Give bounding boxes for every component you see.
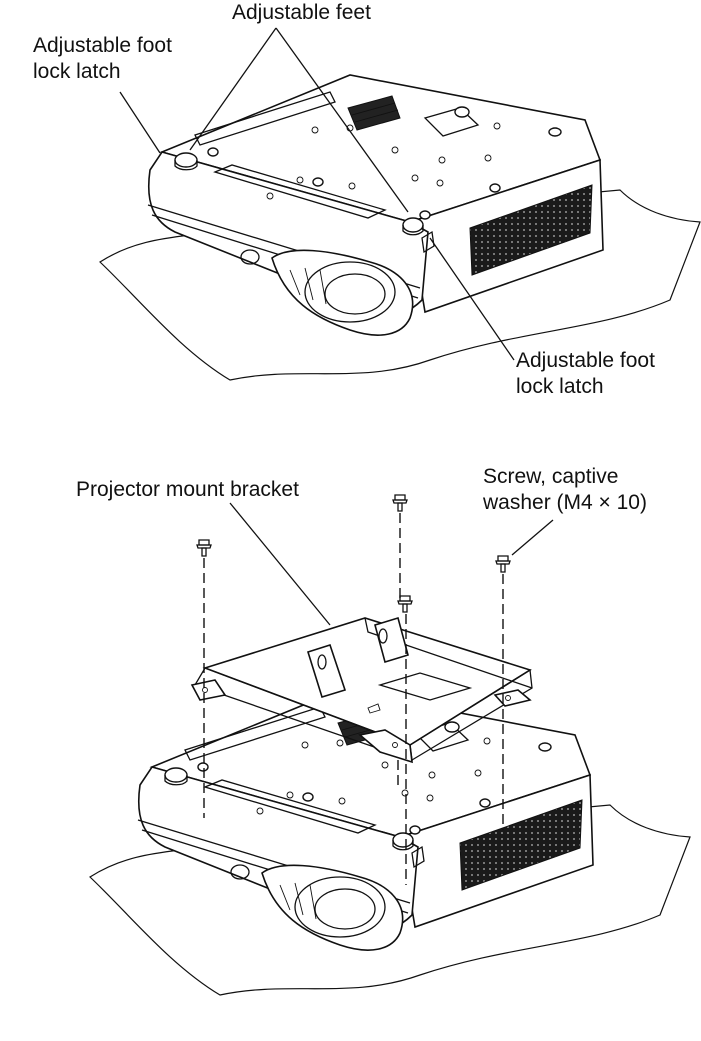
label-lock-latch-right: Adjustable foot lock latch <box>516 349 655 398</box>
projector-top-view <box>99 74 701 381</box>
alignment-dashes <box>203 513 504 885</box>
label-screw: Screw, captive washer (M4 × 10) <box>483 465 647 514</box>
label-lock-latch-top: Adjustable foot lock latch <box>33 34 172 83</box>
screws <box>196 494 511 613</box>
label-mount-bracket: Projector mount bracket <box>76 478 299 501</box>
leader-lines-top <box>119 27 515 361</box>
mount-bracket <box>190 616 533 764</box>
label-adjustable-feet: Adjustable feet <box>232 1 371 24</box>
leader-lines-bottom <box>229 502 554 626</box>
